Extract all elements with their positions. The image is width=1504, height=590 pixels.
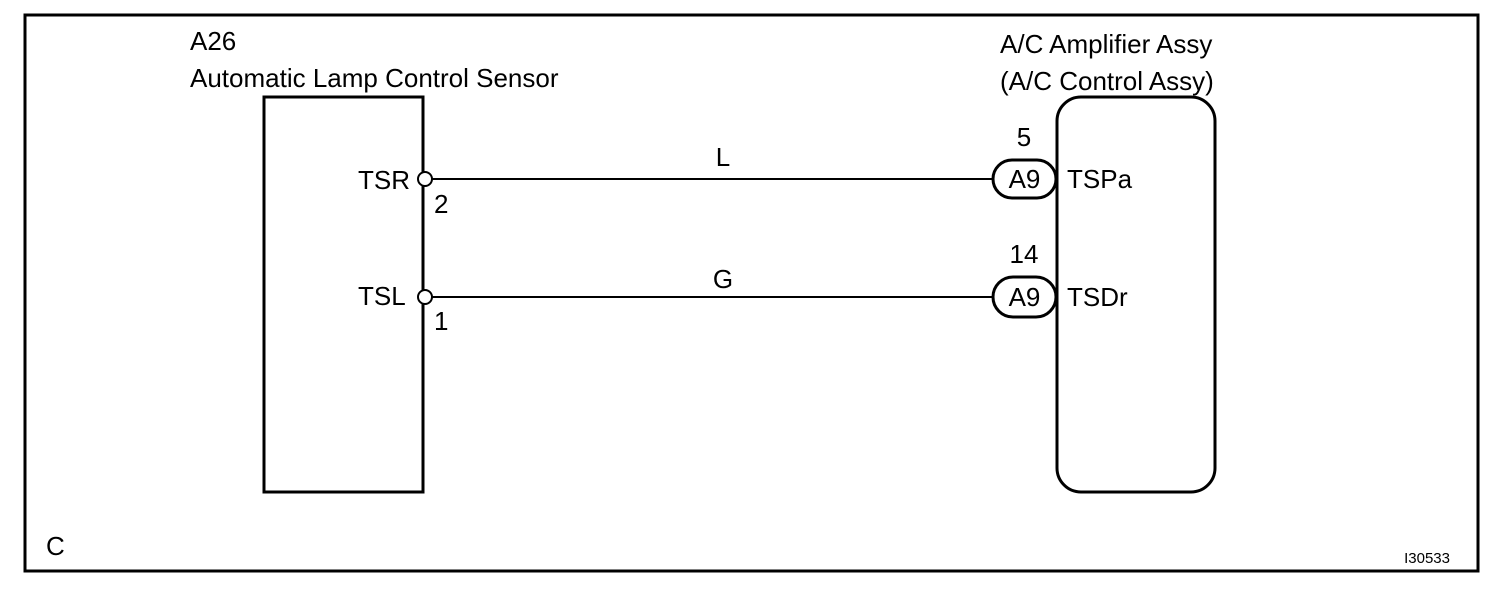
sensor-pin-tsl-terminal	[417, 289, 433, 305]
connector-1-badge	[991, 158, 1058, 200]
terminal-tsdr: TSDr	[1067, 282, 1128, 312]
sensor-pin-tsr-terminal	[417, 171, 433, 187]
sensor-name: Automatic Lamp Control Sensor	[190, 63, 559, 93]
sensor-code: A26	[190, 26, 236, 56]
amplifier-name-line1: A/C Amplifier Assy	[1000, 29, 1212, 59]
connector-2-label: A9	[1009, 282, 1041, 312]
wire-color-l: L	[716, 142, 730, 172]
connector-1-label: A9	[1009, 164, 1041, 194]
terminal-tspa: TSPa	[1067, 164, 1133, 194]
wire-color-g: G	[713, 264, 733, 294]
figure-id: I30533	[1404, 550, 1450, 567]
sensor-pin-tsl-number: 1	[434, 306, 448, 336]
connector-2-pin-number: 14	[1010, 239, 1039, 269]
sensor-pin-tsr-label: TSR	[358, 165, 410, 195]
sensor-pin-tsl-label: TSL	[358, 281, 406, 311]
sensor-pin-tsr-number: 2	[434, 189, 448, 219]
connector-1-pin-number: 5	[1017, 122, 1031, 152]
amplifier-name-line2: (A/C Control Assy)	[1000, 66, 1214, 96]
diagram-frame	[23, 13, 1480, 573]
connector-2-badge	[991, 275, 1058, 319]
corner-letter: C	[46, 531, 65, 561]
